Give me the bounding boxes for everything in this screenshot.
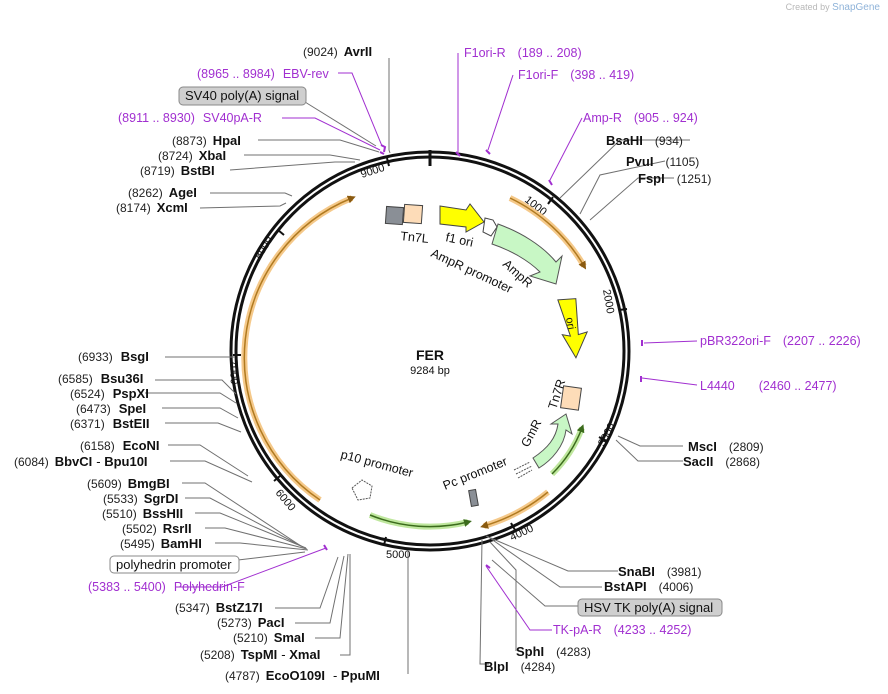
enzyme-hpai: (8873)HpaI: [172, 133, 241, 148]
sv40-polya-box: SV40 poly(A) signal: [178, 86, 307, 106]
tick-marks: [233, 157, 628, 546]
enzyme-smai: (5210)SmaI: [233, 630, 305, 645]
primer-polyhedrin-f: (5383 .. 5400)Polyhedrin-F: [88, 580, 245, 594]
pc-promoter-box: [468, 488, 479, 507]
enzyme-labels: (9024)AvrII (8873)HpaI (8724)XbaI (8719)…: [14, 44, 764, 683]
enzyme-avrii: (9024)AvrII: [303, 44, 372, 59]
tn7r-peach-box: [559, 385, 583, 411]
primer-pbr322ori-f: pBR322ori-F(2207 .. 2226): [700, 334, 861, 348]
plasmid-size: 9284 bp: [410, 365, 450, 377]
enzyme-bsahi: BsaHI(934): [606, 133, 683, 148]
enzyme-bstz17i: (5347)BstZ17I: [175, 600, 263, 615]
ampr-arrow: [491, 223, 563, 285]
green-arcs: [368, 424, 585, 530]
primer-labels: (8965 .. 8984)EBV-rev (8911 .. 8930)SV40…: [88, 46, 861, 637]
p10-promoter-label: p10 promoter: [339, 447, 414, 480]
gmr-hatch: [513, 461, 533, 479]
polyhedrin-promoter-label: polyhedrin promoter: [116, 557, 232, 572]
enzyme-sacii: SacII(2868): [683, 454, 760, 469]
tick-3000: 3000: [596, 421, 618, 448]
gmr-arrow: [532, 413, 573, 469]
primer-sv40pa-r: (8911 .. 8930)SV40pA-R: [118, 111, 262, 125]
enzyme-tspmi: (5208)TspMI- XmaI: [200, 647, 320, 662]
enzyme-fspi: FspI(1251): [638, 171, 711, 186]
features: [351, 203, 589, 507]
ampr-promoter-arrow: [482, 217, 498, 237]
enzyme-xbai: (8724)XbaI: [158, 148, 226, 163]
enzyme-bamhi: (5495)BamHI: [120, 536, 202, 551]
enzyme-bsteii: (6371)BstEII: [70, 416, 150, 431]
enzyme-bbvci: (6084)BbvCI- Bpu10I: [14, 454, 148, 469]
primer-l4440: L4440(2460 .. 2477): [700, 379, 837, 393]
enzyme-sphi: SphI(4283): [516, 644, 591, 659]
plasmid-name: FER: [416, 347, 444, 363]
ori-label: ori: [563, 316, 577, 330]
enzyme-spei: (6473)SpeI: [76, 401, 146, 416]
p10-promoter-arrow: [351, 479, 373, 501]
primer-ebv-rev: (8965 .. 8984)EBV-rev: [197, 67, 329, 81]
hsv-tk-polya-box: HSV TK poly(A) signal: [577, 598, 723, 617]
f1-ori-arrow: [439, 203, 485, 233]
enzyme-blpi: BlpI(4284): [484, 659, 555, 674]
gmr-label: GmR: [518, 417, 544, 449]
enzyme-ecoo109i: (4787)EcoO109I- PpuMI: [225, 668, 380, 683]
polyhedrin-promoter-box: polyhedrin promoter: [109, 555, 240, 574]
ampr-promoter-label: AmpR promoter: [429, 246, 515, 296]
enzyme-snabi: SnaBI(3981): [618, 564, 702, 579]
enzyme-bsshii: (5510)BssHII: [102, 506, 183, 521]
enzyme-agei: (8262)AgeI: [128, 185, 197, 200]
tick-5000: 5000: [386, 549, 410, 561]
primer-markers: [323, 144, 643, 569]
tn7l-gray-box: [384, 205, 405, 226]
enzyme-bstbi: (8719)BstBI: [140, 163, 215, 178]
ori-arrow: [557, 298, 589, 359]
f1-ori-label: f1 ori: [444, 230, 474, 249]
enzyme-msci: MscI(2809): [688, 439, 764, 454]
enzyme-rsrii: (5502)RsrII: [122, 521, 192, 536]
tn7l-label: Tn7L: [400, 229, 430, 246]
enzyme-pspxi: (6524)PspXI: [70, 386, 149, 401]
sv40-polya-label: SV40 poly(A) signal: [185, 88, 299, 103]
snapgene-watermark: Created by SnapGene: [785, 2, 880, 13]
pc-promoter-label: Pc promoter: [441, 454, 509, 492]
enzyme-econi: (6158)EcoNI: [80, 438, 160, 453]
enzyme-leader-lines: [145, 58, 690, 674]
enzyme-bsgi: (6933)BsgI: [78, 349, 149, 364]
enzyme-xcmi: (8174)XcmI: [116, 200, 188, 215]
enzyme-bstapi: BstAPI(4006): [604, 579, 693, 594]
boxed-label-leaders: [237, 101, 580, 607]
primer-amp-r: Amp-R(905 .. 924): [583, 111, 698, 125]
primer-tk-pa-r: TK-pA-R(4233 .. 4252): [553, 623, 691, 637]
tn7l-peach-box: [402, 203, 424, 225]
tick-7000: 7000: [227, 360, 240, 385]
hsv-tk-polya-label: HSV TK poly(A) signal: [584, 600, 713, 615]
primer-f1ori-r: F1ori-R(189 .. 208): [464, 46, 582, 60]
enzyme-pvui: PvuI(1105): [626, 154, 699, 169]
primer-leader-lines: [175, 53, 698, 631]
enzyme-bsu36i: (6585)Bsu36I: [58, 371, 143, 386]
tick-2000: 2000: [600, 288, 616, 314]
primer-f1ori-f: F1ori-F(398 .. 419): [518, 68, 634, 82]
enzyme-sgrdi: (5533)SgrDI: [103, 491, 178, 506]
orange-arcs: [241, 195, 587, 529]
enzyme-paci: (5273)PacI: [217, 615, 284, 630]
enzyme-bmgbi: (5609)BmgBI: [87, 476, 170, 491]
